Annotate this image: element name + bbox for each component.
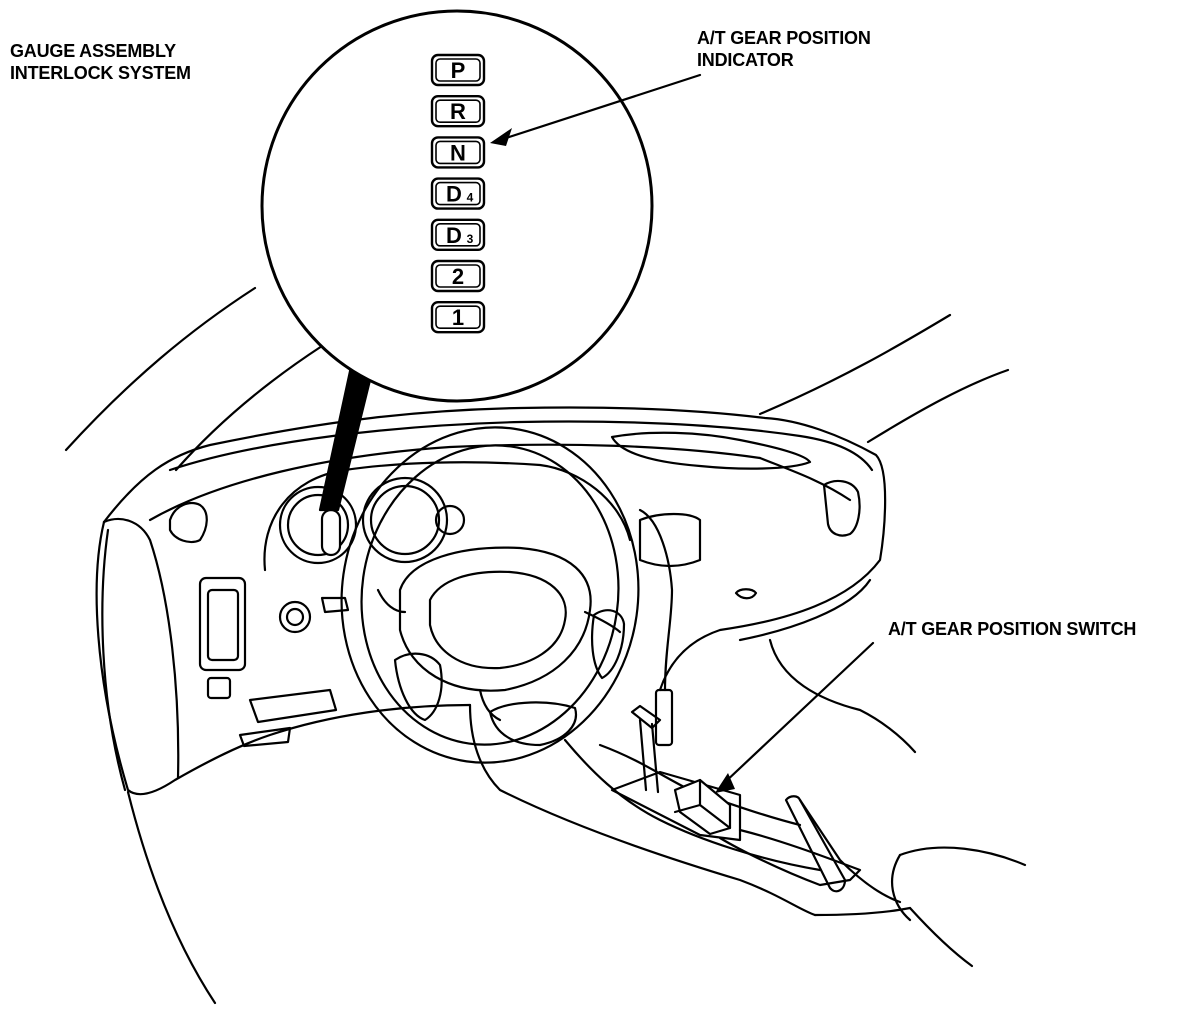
gear-position-switch-text: A/T GEAR POSITION SWITCH [888, 619, 1137, 639]
gear-label: P [451, 58, 466, 83]
dashboard-outline [95, 406, 1027, 1005]
leader-lines [498, 73, 875, 787]
gear-label: D [446, 223, 462, 248]
gear-position-indicator-line-2: INDICATOR [697, 50, 794, 70]
dash-vents [168, 431, 861, 748]
gauge-assembly-line-2: INTERLOCK SYSTEM [10, 63, 191, 83]
gear-button-r: R [430, 94, 486, 128]
steering-wheel [320, 426, 640, 764]
gear-position-switch-label: A/T GEAR POSITION SWITCH [888, 618, 1136, 640]
gear-sub-label: 4 [467, 191, 474, 205]
gear-label: D [446, 182, 462, 207]
gear-label: 2 [452, 264, 464, 289]
arrowheads [490, 128, 735, 793]
windshield-lines [64, 286, 1010, 472]
gauge-assembly-line-1: GAUGE ASSEMBLY [10, 41, 176, 61]
gear-sub-label: 3 [467, 232, 474, 246]
gear-label: R [450, 99, 466, 124]
gear-button-p: P [430, 53, 486, 87]
gauge-assembly-label: GAUGE ASSEMBLY INTERLOCK SYSTEM [10, 40, 191, 84]
gear-button-1: 1 [430, 301, 486, 334]
gear-button-2: 2 [430, 259, 486, 293]
center-console [563, 508, 902, 904]
gear-position-indicator-label: A/T GEAR POSITION INDICATOR [697, 27, 871, 71]
gear-position-indicator-line-1: A/T GEAR POSITION [697, 28, 871, 48]
gear-label: 1 [452, 305, 464, 330]
gear-button-n: N [430, 136, 486, 169]
gear-label: N [450, 140, 466, 165]
